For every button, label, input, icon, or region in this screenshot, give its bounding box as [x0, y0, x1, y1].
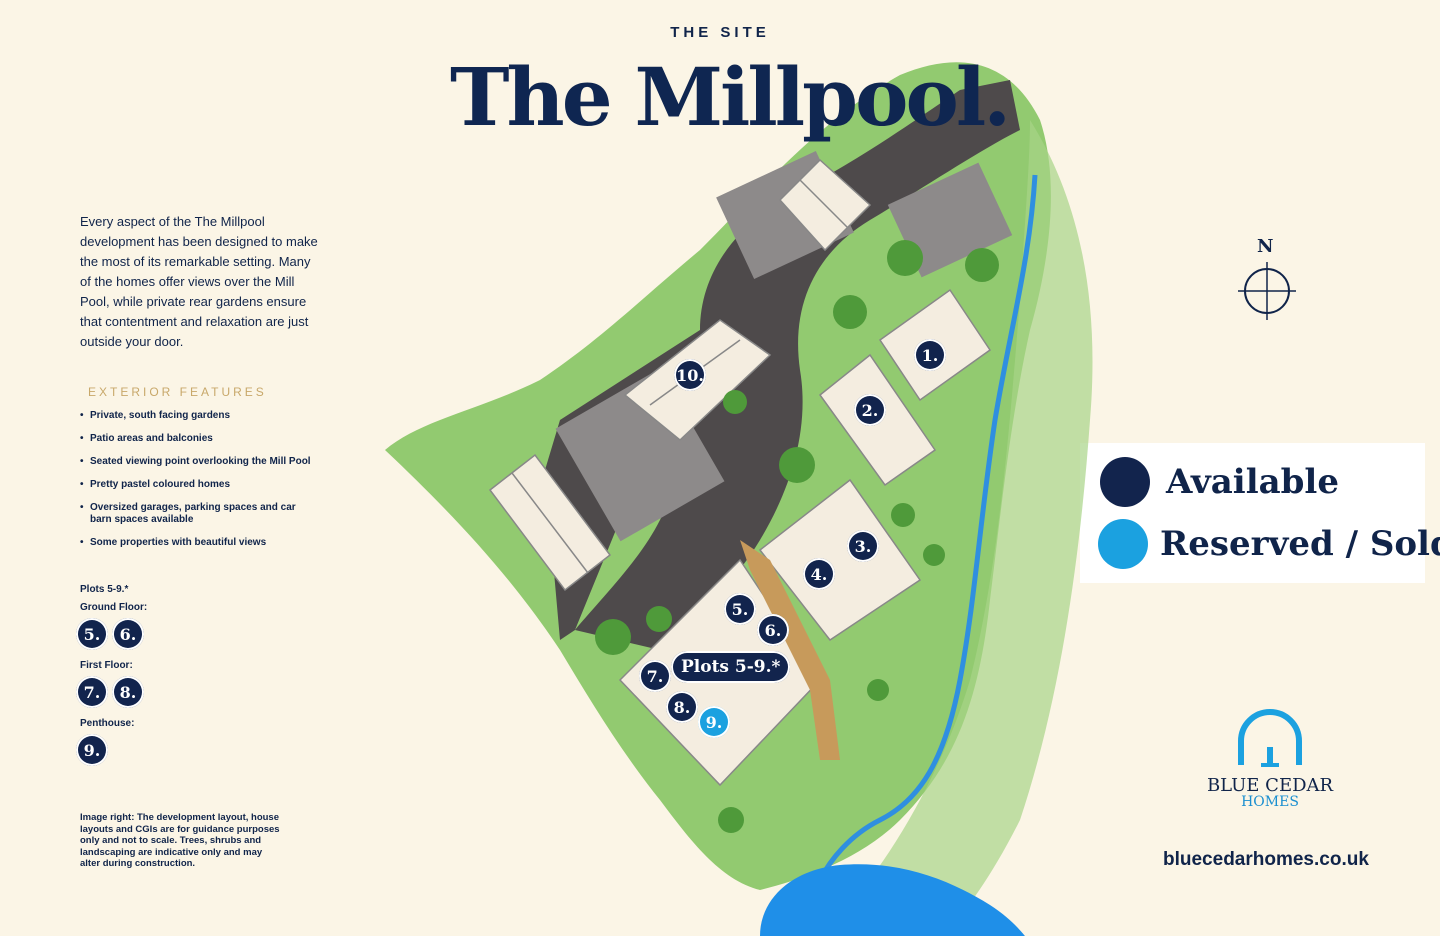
plot-key-first-label: First Floor:: [80, 660, 133, 671]
plot-key-ground: 5. 6.: [76, 618, 144, 650]
brand-logo: BLUE CEDAR HOMES: [1200, 705, 1340, 810]
features-list: Private, south facing gardens Patio area…: [80, 410, 320, 560]
available-label: Available: [1166, 462, 1339, 502]
plot-key-marker[interactable]: 8.: [112, 676, 144, 708]
brand-sub: HOMES: [1241, 794, 1299, 810]
building-3-4: [758, 478, 922, 642]
brand-name: BLUE CEDAR: [1206, 775, 1334, 796]
features-heading: EXTERIOR FEATURES: [88, 385, 267, 399]
plot-marker-10[interactable]: 10.: [674, 359, 706, 391]
section-eyebrow: THE SITE: [670, 24, 770, 41]
disclaimer-text: Image right: The development layout, hou…: [80, 812, 280, 869]
feature-item: Oversized garages, parking spaces and ca…: [80, 502, 320, 526]
north-label: N: [1257, 236, 1274, 257]
plot-marker-1[interactable]: 1.: [914, 339, 946, 371]
trees: [595, 240, 999, 833]
available-swatch: [1100, 457, 1150, 507]
page-title: The Millpool.: [450, 50, 1011, 144]
intro-paragraph: Every aspect of the The Millpool develop…: [80, 214, 318, 349]
compass-icon: [1238, 262, 1296, 320]
plot-key-penthouse: 9.: [76, 734, 108, 766]
plot-key-marker[interactable]: 7.: [76, 676, 108, 708]
plot-key-ground-label: Ground Floor:: [80, 602, 148, 613]
feature-item: Seated viewing point overlooking the Mil…: [80, 456, 320, 468]
plot-marker-6[interactable]: 6.: [757, 614, 789, 646]
legend-available: Available: [1100, 457, 1339, 507]
plot-marker-8[interactable]: 8.: [666, 691, 698, 723]
plot-key-penthouse-label: Penthouse:: [80, 718, 135, 729]
reserved-swatch: [1098, 519, 1148, 569]
plot-key-first: 7. 8.: [76, 676, 144, 708]
feature-item: Patio areas and balconies: [80, 433, 320, 445]
cedar-arch-icon: [1238, 709, 1302, 767]
plot-marker-4[interactable]: 4.: [803, 558, 835, 590]
plots-5-9-badge[interactable]: Plots 5-9.*: [671, 651, 791, 683]
feature-item: Pretty pastel coloured homes: [80, 479, 320, 491]
feature-item: Private, south facing gardens: [80, 410, 320, 422]
status-legend: Available Reserved / Sold: [1080, 443, 1440, 583]
plot-key-marker[interactable]: 6.: [112, 618, 144, 650]
plot-marker-3[interactable]: 3.: [847, 530, 879, 562]
plot-key-heading: Plots 5-9.*: [80, 584, 129, 595]
reserved-label: Reserved / Sold: [1160, 524, 1440, 564]
building-top: [778, 158, 872, 252]
road: [575, 80, 1020, 650]
plot-marker-9[interactable]: 9.: [698, 706, 730, 738]
plot-marker-7[interactable]: 7.: [639, 660, 671, 692]
building-left: [488, 453, 612, 592]
plot-key-marker[interactable]: 5.: [76, 618, 108, 650]
mill-pool: [760, 864, 1025, 936]
stream: [817, 174, 1038, 882]
website-link[interactable]: bluecedarhomes.co.uk: [1163, 849, 1369, 870]
plot-marker-5[interactable]: 5.: [724, 593, 756, 625]
plot-key-marker[interactable]: 9.: [76, 734, 108, 766]
plot-marker-2[interactable]: 2.: [854, 394, 886, 426]
boardwalk: [740, 540, 840, 760]
grass-right: [820, 120, 1093, 936]
legend-reserved: Reserved / Sold: [1098, 519, 1440, 569]
feature-item: Some properties with beautiful views: [80, 537, 320, 549]
